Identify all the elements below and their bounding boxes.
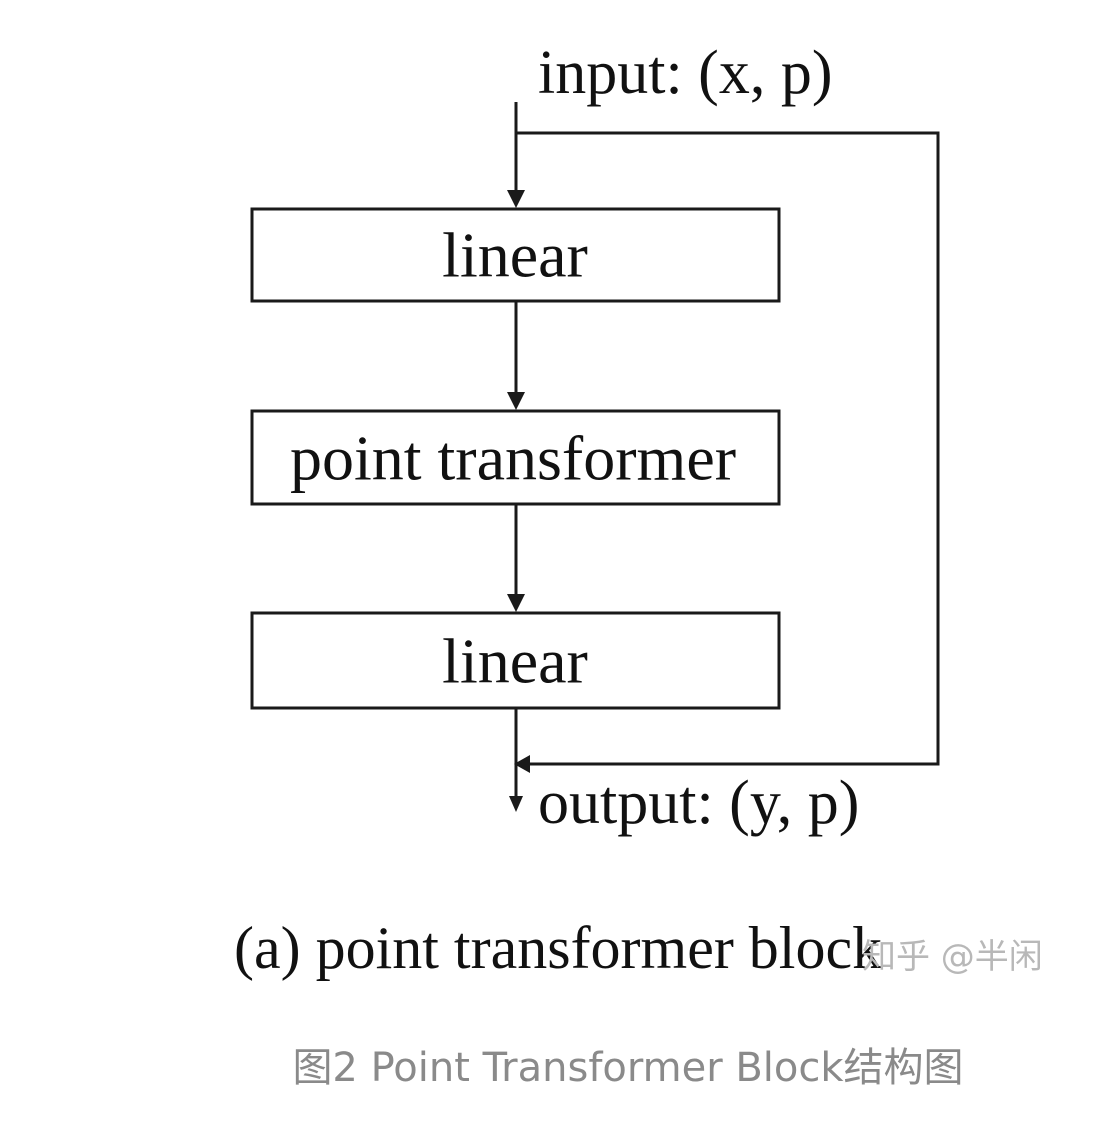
watermark: 知乎 @半闲 (862, 937, 1043, 977)
figure-caption: 图2 Point Transformer Block结构图 (292, 1045, 963, 1091)
output-arrowhead (509, 796, 523, 812)
block-linear-2: linear (250, 611, 781, 710)
block-linear-1-label: linear (442, 220, 588, 291)
block-linear-1-box (250, 207, 781, 303)
block-linear-1: linear (250, 207, 781, 303)
block-point-transformer-label: point transformer (290, 423, 736, 494)
output-label: output: (y, p) (538, 769, 859, 837)
block-linear-2-box (250, 611, 781, 710)
block-linear-2-label: linear (442, 626, 588, 697)
sub-caption: (a) point transformer block (234, 915, 882, 981)
arrowhead-linear-to-point-transformer (507, 392, 525, 410)
input-label: input: (x, p) (538, 39, 832, 107)
block-point-transformer: point transformer (250, 409, 781, 506)
input-arrowhead (507, 190, 525, 208)
skip-connection-line (516, 131, 940, 766)
arrowhead-point-transformer-to-linear (507, 594, 525, 612)
skip-connection-arrowhead (514, 755, 530, 773)
